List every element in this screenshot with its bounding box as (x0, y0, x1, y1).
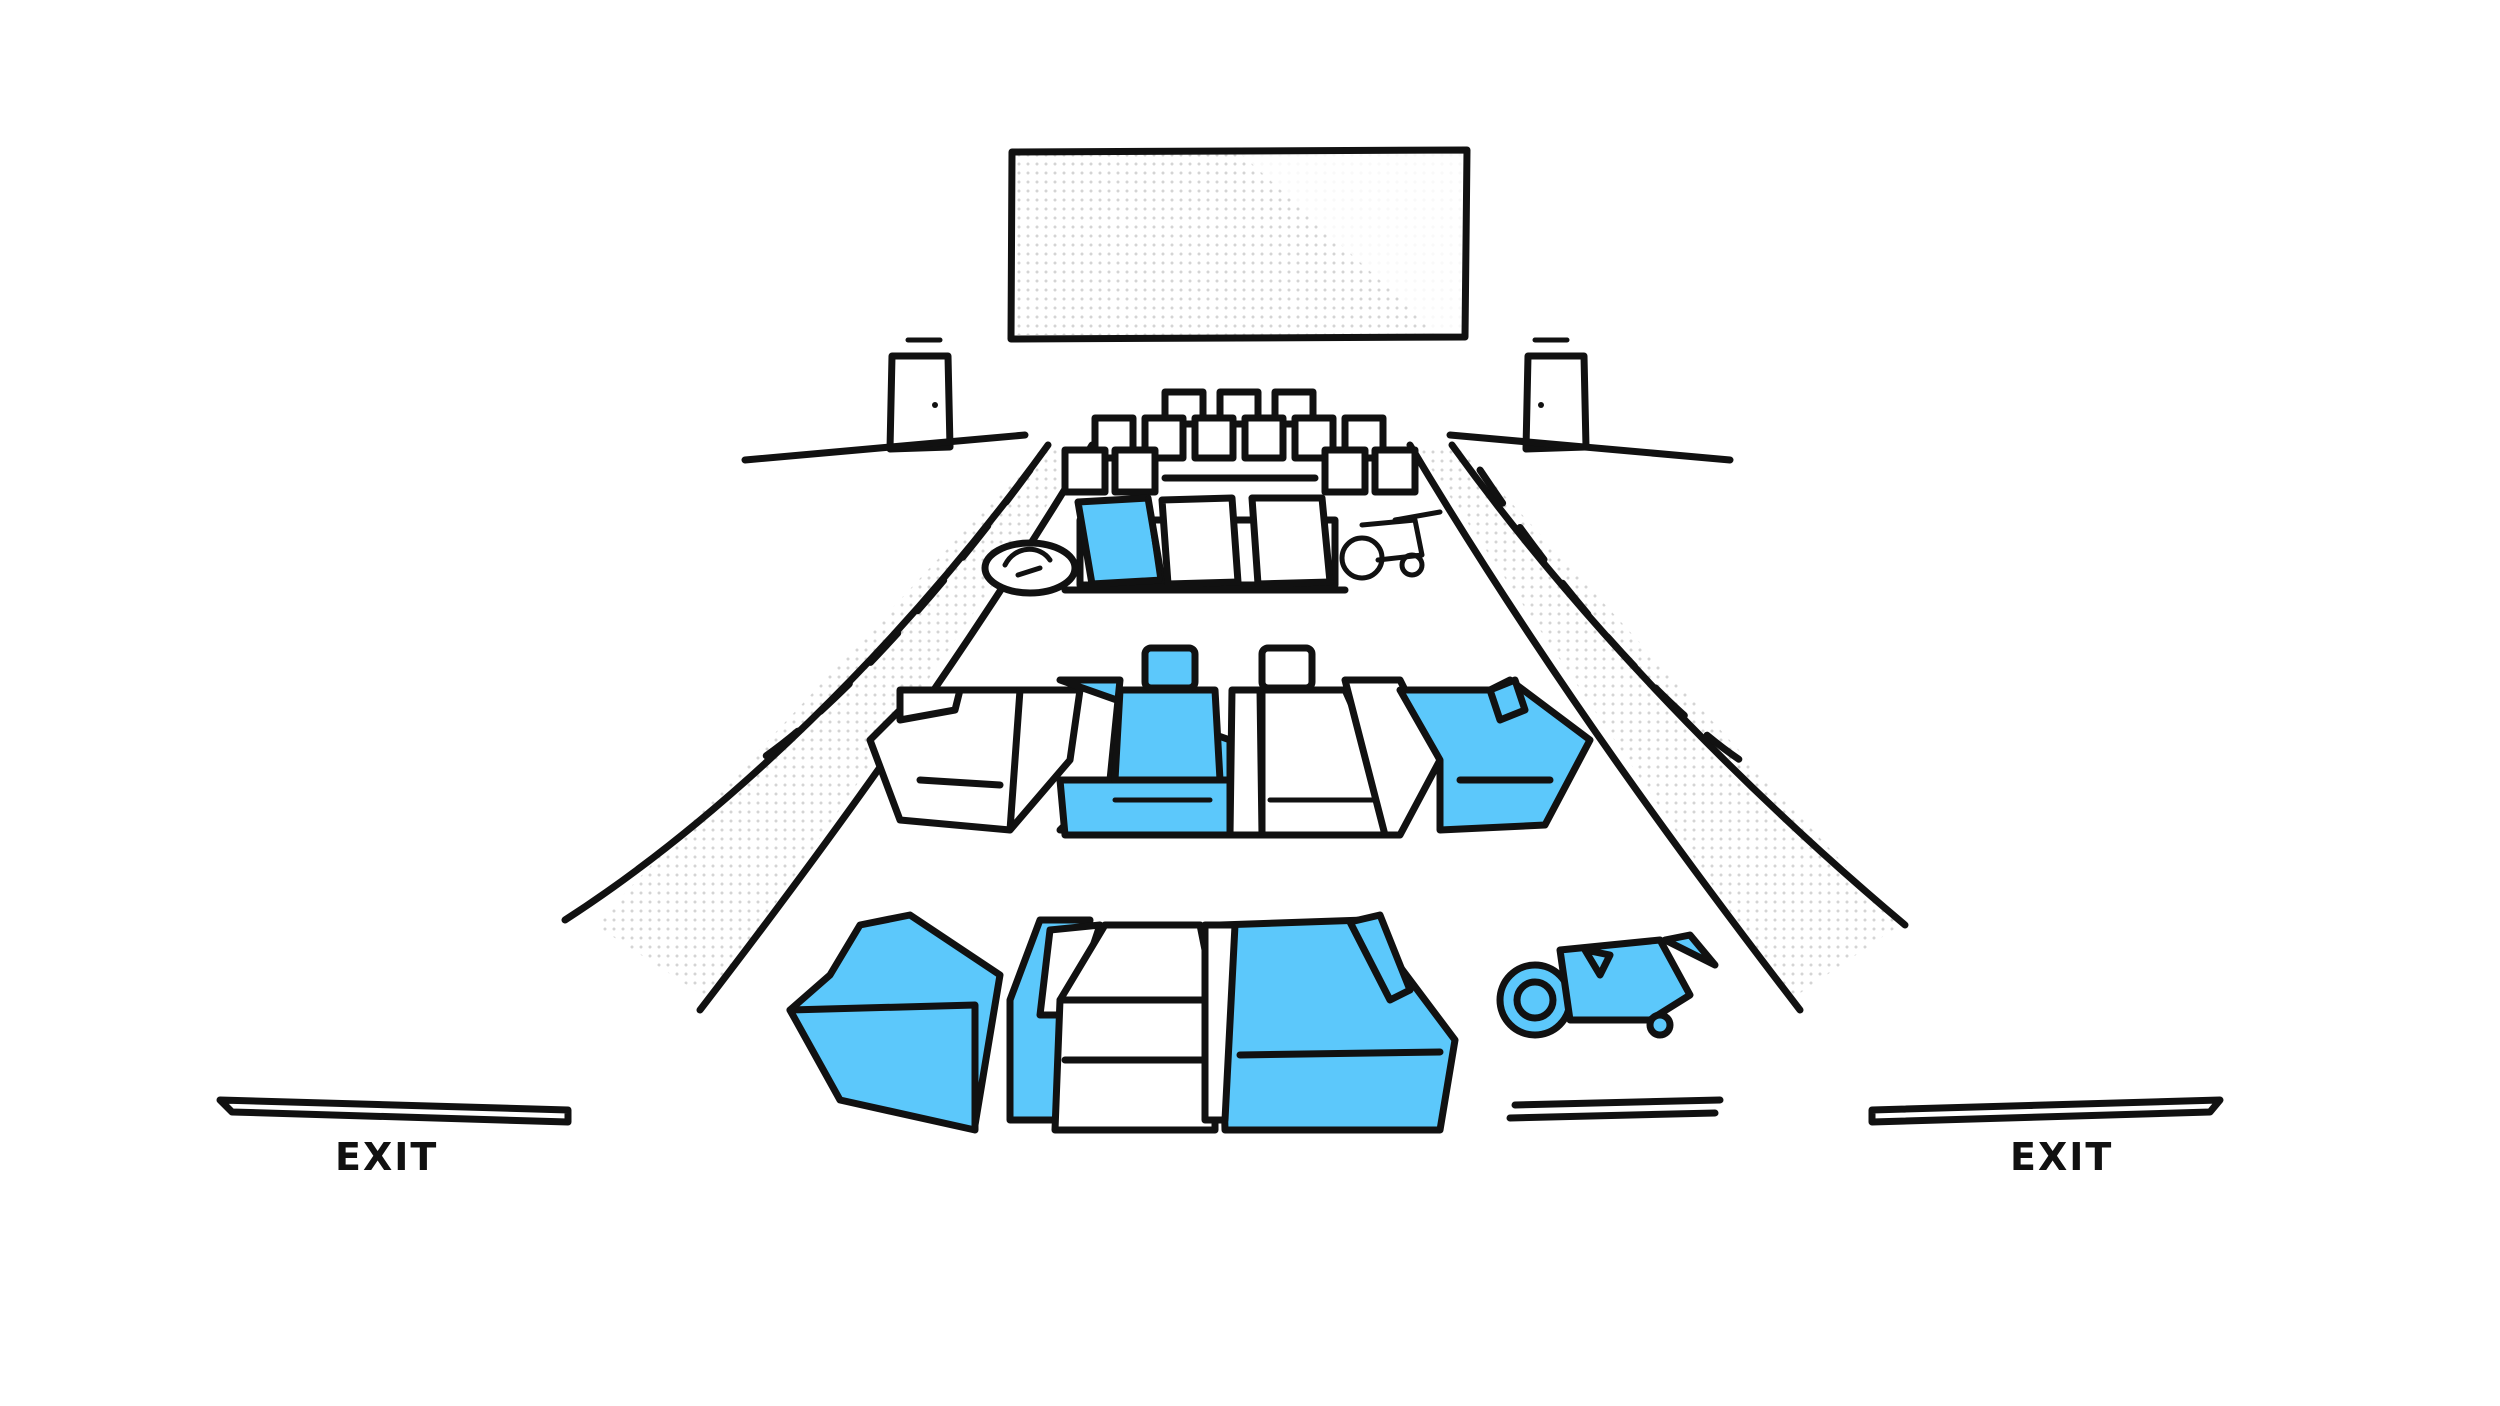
wheelchair-space-row-3 (1496, 931, 1724, 1122)
door-right (1522, 337, 1590, 453)
aisle-right (1415, 445, 1900, 1000)
row-3-seats (786, 911, 1459, 1134)
wall-line-right (1446, 431, 1734, 464)
wall-line-left (741, 431, 1029, 464)
exit-sign-left-strip (216, 1096, 572, 1126)
exit-label-left: EXIT (335, 1135, 439, 1179)
exit-label-right: EXIT (2010, 1135, 2114, 1179)
pet-bed (981, 539, 1079, 597)
back-seat-rows (1061, 388, 1419, 496)
exit-sign-right-strip (1868, 1096, 2224, 1126)
row-1-seats (1061, 494, 1349, 594)
wheelchair-space-row-1 (1339, 509, 1443, 581)
door-left (886, 337, 954, 453)
row-2-seats (866, 644, 1594, 839)
movie-screen (1007, 146, 1471, 343)
aisle-left (595, 445, 1088, 1000)
